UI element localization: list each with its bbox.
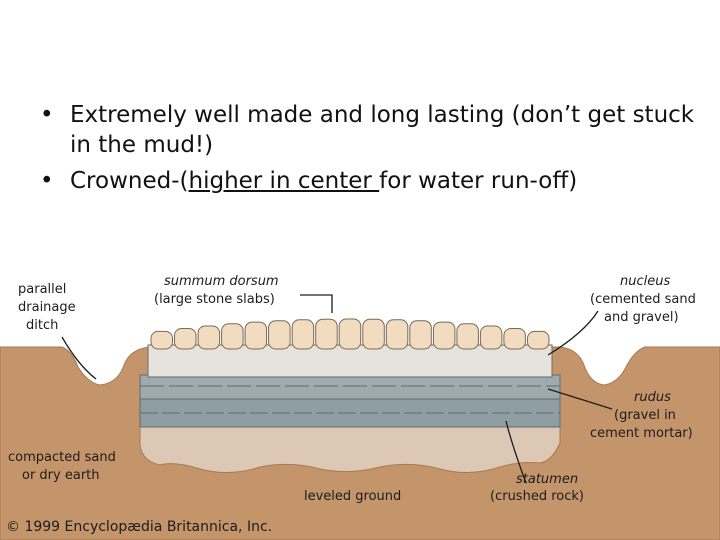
label-nucleus-desc: (cemented sand — [590, 292, 696, 307]
label-compacted: compacted sand — [8, 450, 116, 465]
stone-slab — [315, 318, 338, 350]
bullet-icon: • — [40, 102, 54, 128]
stone-slab — [527, 330, 550, 350]
bullet-text-end: for water run-off) — [379, 168, 578, 194]
stone-slab — [291, 319, 315, 350]
bullet-list: • Extremely well made and long lasting (… — [40, 100, 700, 196]
label-leveled-ground: leveled ground — [304, 489, 401, 504]
bullet-text: Extremely well made and long lasting (do… — [70, 102, 695, 158]
stone-slab — [409, 320, 432, 350]
label-rudus-desc: (gravel in — [614, 408, 676, 423]
stone-slab — [456, 323, 479, 350]
label-ditch-line: drainage — [18, 300, 76, 315]
label-statumen: statumen — [516, 472, 578, 487]
bullet-icon: • — [40, 168, 54, 194]
stone-slab — [385, 319, 409, 350]
label-rudus: rudus — [634, 390, 671, 405]
label-statumen-desc: (crushed rock) — [490, 489, 584, 504]
stone-slab — [197, 325, 221, 350]
label-ditch-line: ditch — [26, 318, 58, 333]
stone-slab — [268, 320, 291, 350]
label-ditch: parallel drainage ditch — [18, 282, 76, 333]
roman-road-diagram: parallel drainage ditch summum dorsum (l… — [0, 274, 720, 540]
stone-slab — [244, 321, 268, 350]
label-summum-dorsum-desc: (large stone slabs) — [154, 292, 275, 307]
nucleus-layer — [147, 344, 553, 378]
label-rudus-desc: cement mortar) — [590, 426, 693, 441]
label-ditch-line: parallel — [18, 282, 66, 297]
stone-slab — [174, 328, 197, 350]
stone-slab — [338, 318, 362, 350]
rudus-layer — [139, 374, 561, 400]
bullet-item: • Crowned-(higher in center for water ru… — [40, 166, 700, 196]
layer-texture — [140, 376, 560, 428]
bullet-text-start: Crowned-( — [70, 168, 189, 194]
bullet-text-underlined: higher in center — [188, 168, 380, 194]
pointer-lines — [61, 294, 613, 484]
compacted-base — [139, 426, 561, 473]
bullet-item: • Extremely well made and long lasting (… — [40, 100, 700, 160]
label-compacted: or dry earth — [22, 468, 100, 483]
copyright-notice: © 1999 Encyclopædia Britannica, Inc. — [6, 519, 272, 535]
stone-slab — [150, 330, 173, 350]
label-summum-dorsum: summum dorsum — [164, 274, 279, 289]
stone-slabs — [150, 318, 550, 350]
label-nucleus-desc: and gravel) — [604, 310, 679, 325]
stone-slab — [432, 321, 456, 350]
stone-slab — [362, 318, 385, 350]
stone-slab — [479, 325, 503, 350]
label-nucleus: nucleus — [620, 274, 670, 289]
stone-slab — [221, 323, 244, 350]
stone-slab — [503, 328, 526, 350]
statumen-layer — [139, 396, 561, 428]
